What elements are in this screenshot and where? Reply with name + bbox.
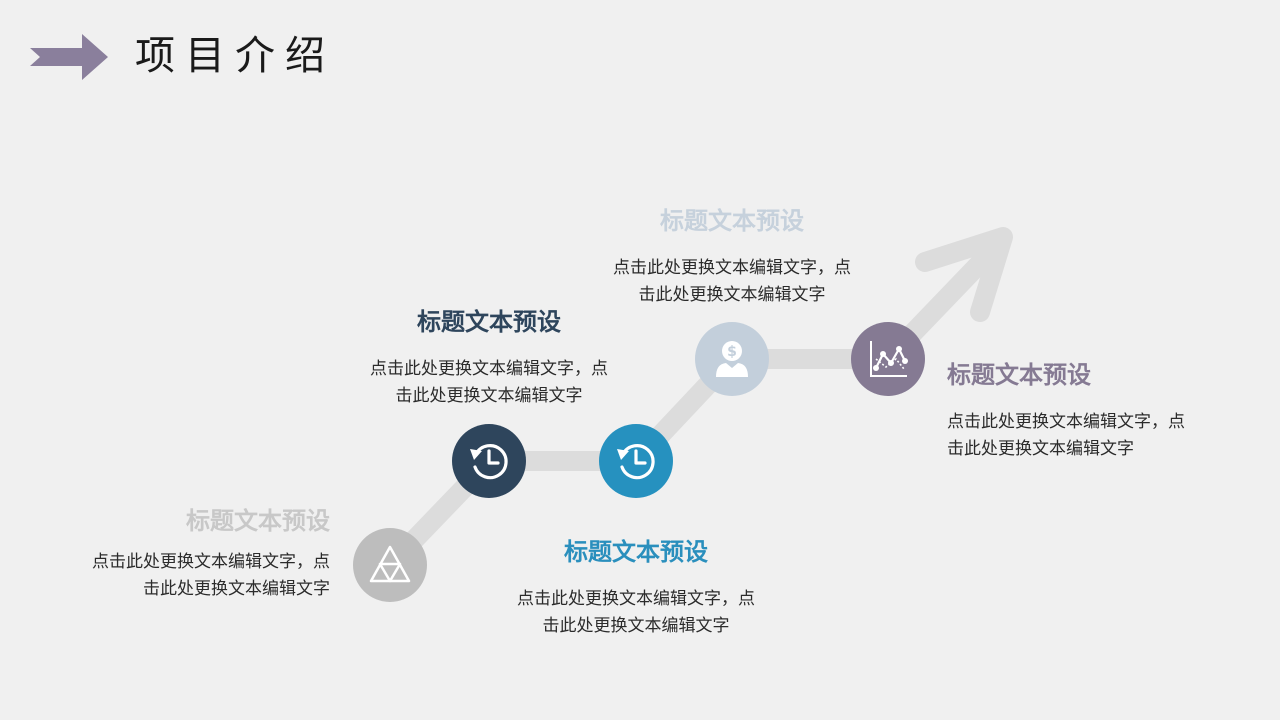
dollar-person-icon: $ — [716, 341, 748, 377]
step2-text-block: 标题文本预设 点击此处更换文本编辑文字，点 击此处更换文本编辑文字 — [349, 306, 629, 410]
title-arrow-icon — [30, 34, 108, 80]
path-arrowhead — [915, 227, 1013, 322]
step5-body-line2: 击此处更换文本编辑文字 — [947, 439, 1134, 459]
step2-body-line2: 击此处更换文本编辑文字 — [395, 386, 583, 406]
line-chart-icon — [870, 341, 908, 377]
step3-body-line1: 点击此处更换文本编辑文字，点 — [517, 589, 755, 609]
step1-heading: 标题文本预设 — [186, 506, 330, 535]
step5-heading: 标题文本预设 — [947, 360, 1091, 389]
step4-node: $ — [695, 322, 769, 396]
step5-text-block: 标题文本预设 点击此处更换文本编辑文字，点 击此处更换文本编辑文字 — [947, 359, 1227, 463]
step1-node — [353, 528, 427, 602]
step2-node — [452, 424, 526, 498]
step3-heading: 标题文本预设 — [564, 537, 708, 566]
step4-body-line1: 点击此处更换文本编辑文字，点 — [613, 258, 851, 278]
triangle-icon — [369, 545, 411, 583]
page-title: 项目介绍 — [135, 33, 335, 79]
step2-body-line1: 点击此处更换文本编辑文字，点 — [370, 359, 608, 379]
step3-body: 点击此处更换文本编辑文字，点 击此处更换文本编辑文字 — [496, 586, 776, 640]
step3-text-block: 标题文本预设 点击此处更换文本编辑文字，点 击此处更换文本编辑文字 — [496, 536, 776, 640]
svg-text:$: $ — [727, 344, 737, 360]
step1-body-line1: 点击此处更换文本编辑文字，点 — [92, 552, 330, 572]
step4-body-line2: 击此处更换文本编辑文字 — [638, 285, 826, 305]
step3-node — [599, 424, 673, 498]
step1-body: 点击此处更换文本编辑文字，点 击此处更换文本编辑文字 — [50, 549, 330, 603]
step4-body: 点击此处更换文本编辑文字，点 击此处更换文本编辑文字 — [592, 255, 872, 309]
step4-text-block: 标题文本预设 点击此处更换文本编辑文字，点 击此处更换文本编辑文字 — [592, 205, 872, 309]
step1-text-block: 标题文本预设 点击此处更换文本编辑文字，点 击此处更换文本编辑文字 — [50, 505, 330, 603]
step4-heading: 标题文本预设 — [660, 206, 804, 235]
history-icon — [617, 444, 655, 480]
step5-body-line1: 点击此处更换文本编辑文字，点 — [947, 412, 1185, 432]
step5-node — [851, 322, 925, 396]
step2-heading: 标题文本预设 — [417, 307, 561, 336]
step2-body: 点击此处更换文本编辑文字，点 击此处更换文本编辑文字 — [349, 356, 629, 410]
history-icon — [470, 444, 508, 480]
step5-body: 点击此处更换文本编辑文字，点 击此处更换文本编辑文字 — [947, 409, 1227, 463]
step3-body-line2: 击此处更换文本编辑文字 — [542, 616, 730, 636]
step1-body-line2: 击此处更换文本编辑文字 — [143, 579, 330, 599]
